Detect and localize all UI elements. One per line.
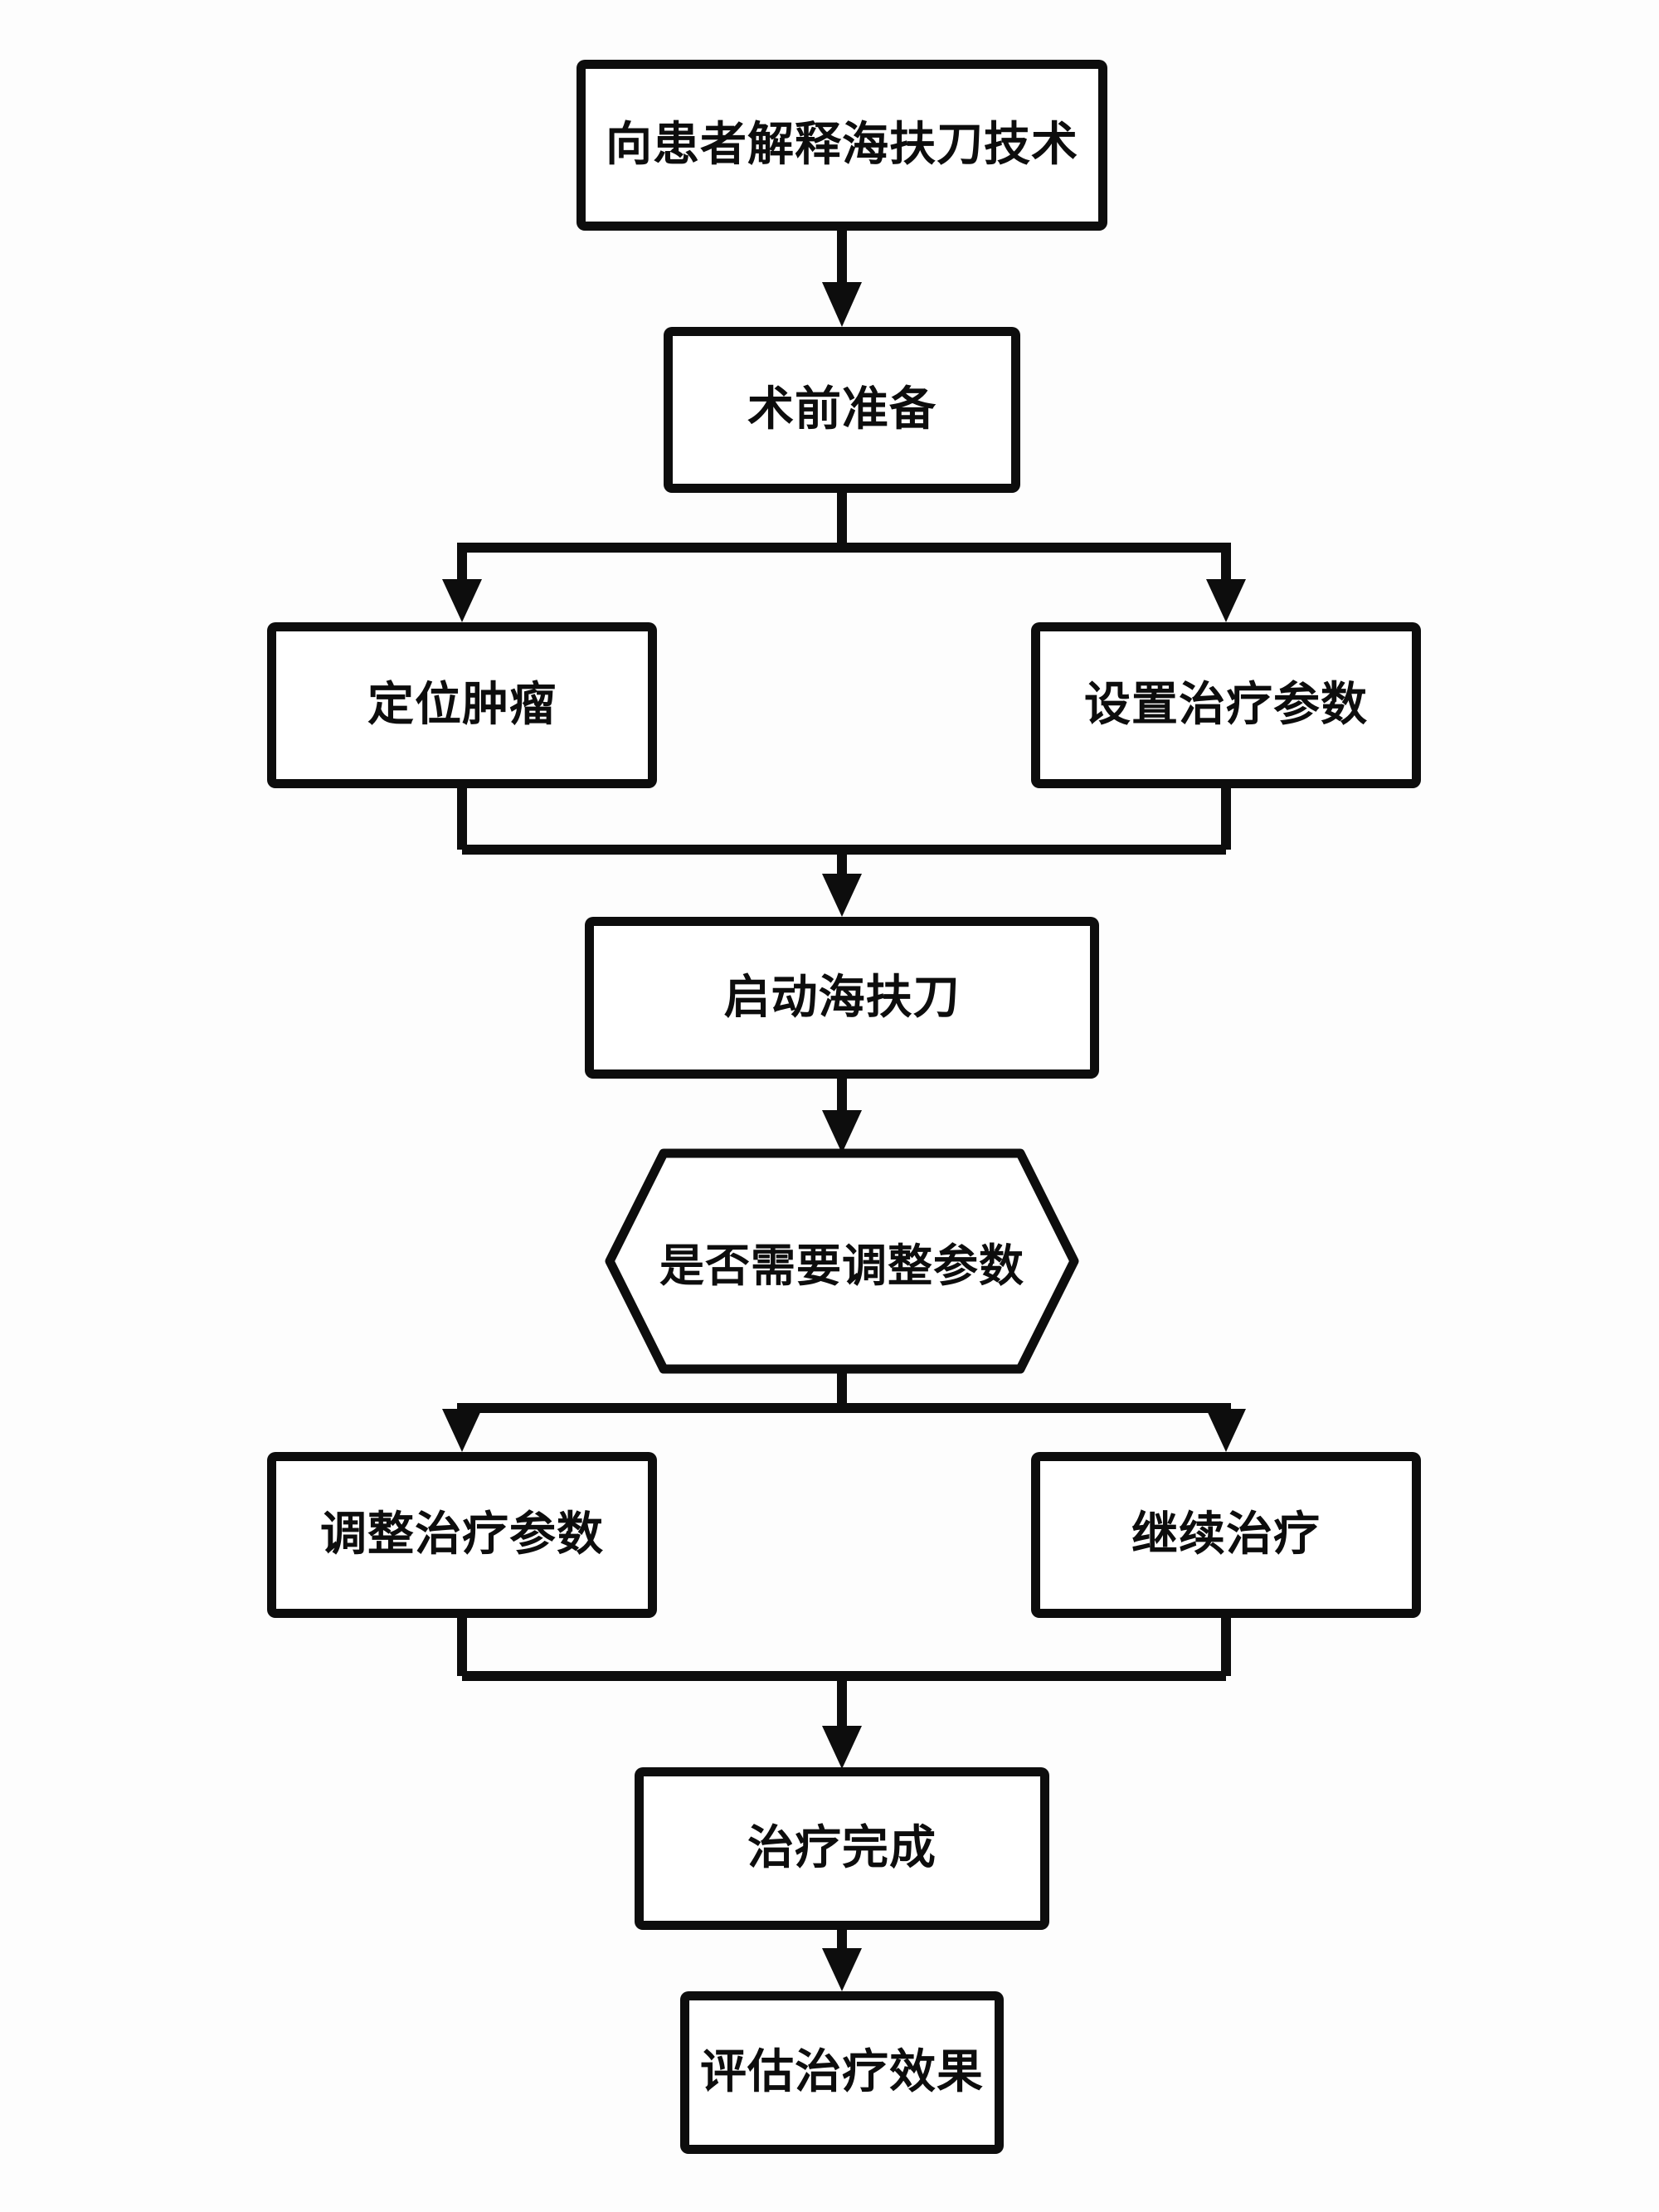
node-decision: 是否需要调整参数 xyxy=(610,1153,1074,1369)
node-set-params: 设置治疗参数 xyxy=(1031,622,1421,788)
edge-prep-split xyxy=(457,493,1231,582)
arrowhead-start-decision xyxy=(822,1110,862,1153)
arrowhead-merge-complete xyxy=(822,1726,862,1769)
edge-decision-split xyxy=(457,1369,1231,1415)
node-continue-label: 继续治疗 xyxy=(1131,1508,1321,1562)
node-complete: 治疗完成 xyxy=(635,1767,1049,1930)
arrowhead-prep-locate xyxy=(442,579,482,622)
node-continue: 继续治疗 xyxy=(1031,1452,1421,1618)
node-prep-label: 术前准备 xyxy=(747,382,937,437)
node-decision-label: 是否需要调整参数 xyxy=(659,1239,1024,1292)
node-prep: 术前准备 xyxy=(664,327,1020,493)
node-start: 启动海扶刀 xyxy=(585,917,1099,1079)
node-adjust-label: 调整治疗参数 xyxy=(320,1508,604,1562)
arrowhead-decision-continue xyxy=(1206,1409,1246,1452)
node-adjust: 调整治疗参数 xyxy=(267,1452,657,1618)
arrowhead-merge-start xyxy=(822,874,862,917)
node-evaluate-label: 评估治疗效果 xyxy=(700,2045,984,2100)
node-start-label: 启动海扶刀 xyxy=(723,970,961,1025)
arrowhead-prep-setparams xyxy=(1206,579,1246,622)
node-explain-label: 向患者解释海扶刀技术 xyxy=(606,118,1078,173)
arrowhead-complete-evaluate xyxy=(822,1948,862,1991)
node-locate-label: 定位肿瘤 xyxy=(367,678,557,733)
node-set-params-label: 设置治疗参数 xyxy=(1084,678,1368,733)
node-evaluate: 评估治疗效果 xyxy=(680,1991,1004,2154)
node-locate: 定位肿瘤 xyxy=(267,622,657,788)
edge-merge-complete xyxy=(457,1618,1231,1730)
edge-merge-start xyxy=(457,788,1231,878)
decision-hexagon-shape xyxy=(605,1148,1079,1374)
arrowhead-explain-prep xyxy=(822,282,862,327)
arrowhead-decision-adjust xyxy=(442,1409,482,1452)
node-complete-label: 治疗完成 xyxy=(747,1821,937,1876)
node-explain: 向患者解释海扶刀技术 xyxy=(577,60,1107,231)
